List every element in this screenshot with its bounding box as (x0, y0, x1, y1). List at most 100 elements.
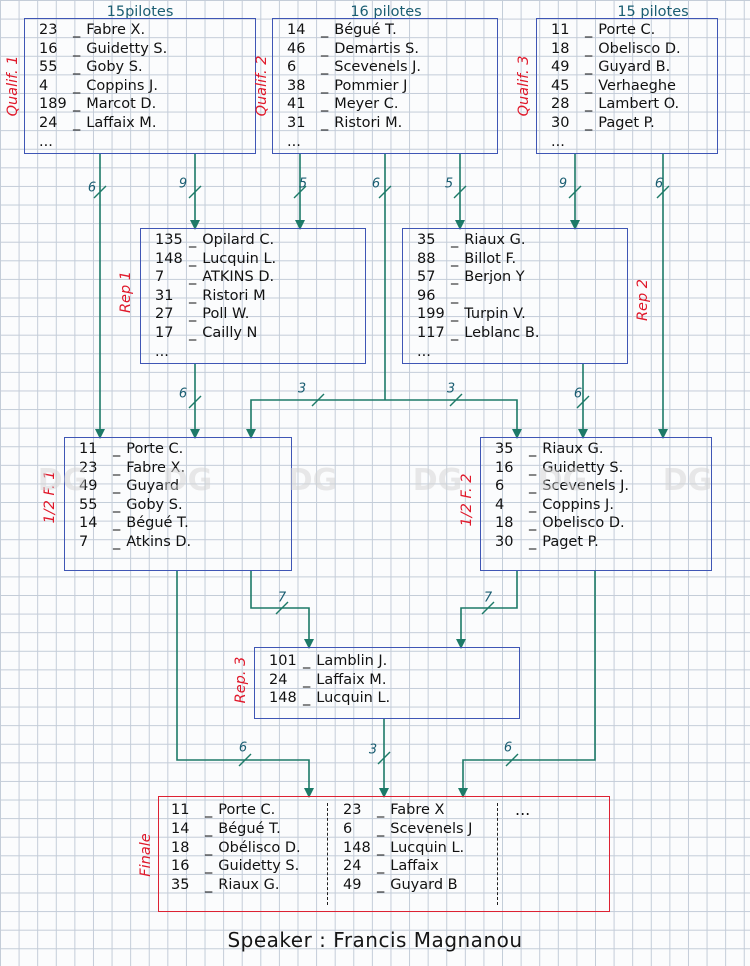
entry-name: Guyard B (390, 877, 458, 894)
entry-row: 18_Obelisco D. (551, 40, 709, 59)
wire-count-label: 6 (654, 176, 664, 192)
entry-name: Atkins D. (126, 533, 192, 550)
entry-dash: _ (321, 114, 329, 131)
wire-tick-q3-rep2 (568, 185, 582, 199)
entry-number: ... (417, 343, 431, 360)
entry-dash: _ (189, 306, 197, 323)
entry-dash: _ (321, 40, 329, 57)
entry-number: 88 (417, 250, 436, 267)
entry-name: Leblanc B. (464, 324, 540, 341)
entry-row: 148_Lucquin L. (155, 250, 357, 269)
entry-number: 101 (269, 653, 297, 669)
entry-dash: _ (73, 59, 81, 76)
entry-name: Laffaix (390, 858, 439, 875)
qualif2-label: Qualif. 2 (254, 55, 270, 117)
wire-tick-q1-rep1 (188, 185, 202, 199)
entry-name: Riaux G. (464, 232, 526, 248)
entry-row: 41_Meyer C. (287, 95, 489, 114)
entry-row: 23_Fabre X (343, 801, 472, 820)
entry-dash: _ (205, 802, 213, 818)
entry-number: 17 (155, 324, 174, 341)
entry-dash: _ (529, 496, 537, 513)
entry-name: Goby S. (86, 59, 143, 76)
entry-dash: _ (585, 40, 593, 57)
entry-name: Fabre X. (126, 459, 186, 476)
wire-count-label: 5 (298, 176, 308, 192)
entry-number: 35 (495, 441, 514, 457)
entry-row: 4_Coppins J. (495, 496, 703, 515)
entry-row: 135_Opilard C. (155, 231, 357, 250)
entry-row: 30_Paget P. (495, 533, 703, 552)
wire-count-label: 5 (444, 176, 454, 192)
entry-number: 199 (417, 306, 445, 323)
entry-row: 117_Leblanc B. (417, 324, 619, 343)
entry-dash: _ (377, 877, 385, 894)
entry-name: Ristori M (202, 287, 266, 304)
qualif2-pilot-count: 16 pilotes (350, 4, 422, 20)
entry-number: 23 (343, 802, 362, 818)
entry-number: ... (287, 133, 301, 150)
rep1-entries: 135_Opilard C.148_Lucquin L.7_ATKINS D.3… (155, 231, 357, 361)
entry-number: 16 (495, 459, 514, 476)
finale-label: Finale (138, 833, 154, 877)
wire-count-label: 7 (483, 590, 493, 606)
entry-dash: _ (585, 96, 593, 113)
entry-name: Lucquin L. (202, 250, 277, 267)
entry-row: ... (417, 343, 619, 362)
entry-dash: _ (303, 690, 311, 707)
entry-dash: _ (451, 324, 459, 341)
entry-dash: _ (73, 22, 81, 38)
entry-row: 11_Porte C. (551, 21, 709, 40)
entry-row: ... (551, 133, 709, 152)
qualif3-pilot-count: 15 pilotes (617, 4, 689, 20)
entry-row: 18_Obélisco D. (171, 839, 301, 858)
entry-row: 11_Porte C. (171, 801, 301, 820)
finale-column-3: ... (515, 800, 531, 819)
entry-row: 7_ATKINS D. (155, 268, 357, 287)
entry-name: Verhaeghe (598, 77, 676, 94)
entry-row: 31_Ristori M. (287, 114, 489, 133)
entry-name: Coppins J. (86, 77, 158, 94)
entry-row: 17_Cailly N (155, 324, 357, 343)
entry-row: 16_Guidetty S. (171, 857, 301, 876)
entry-dash: _ (529, 478, 537, 495)
entry-number: 57 (417, 269, 436, 286)
entry-name: Porte C. (598, 22, 656, 38)
wire-tick-q2-semis (378, 185, 392, 199)
semi2-entries: 35_Riaux G.16_Guidetty S.6_Scevenels J.4… (495, 440, 703, 552)
entry-dash: _ (113, 459, 121, 476)
qualif3-box: 11_Porte C.18_Obelisco D.49_Guyard B.45_… (536, 18, 718, 154)
entry-number: 55 (79, 496, 98, 513)
entry-name: Laffaix M. (86, 114, 157, 131)
entry-number: 46 (287, 40, 306, 57)
entry-number: 135 (155, 232, 183, 248)
finale-divider-1 (327, 803, 328, 905)
entry-row: ... (155, 343, 357, 362)
entry-dash: _ (451, 269, 459, 286)
wire-semi2-rep3 (456, 571, 518, 649)
entry-row: 38_Pommier J (287, 77, 489, 96)
entry-dash: _ (321, 22, 329, 38)
entry-number: 30 (495, 533, 514, 550)
entry-dash: _ (321, 59, 329, 76)
entry-dash: _ (451, 250, 459, 267)
entry-row: 35_Riaux G. (171, 876, 301, 895)
wire-tick-q3-semi2 (656, 185, 670, 199)
entry-dash: _ (113, 515, 121, 532)
wire-count-label: 6 (238, 740, 248, 756)
entry-number: 4 (495, 496, 505, 513)
entry-row: 55_Goby S. (79, 496, 283, 515)
entry-name: Turpin V. (464, 306, 526, 323)
entry-row: 189_Marcot D. (39, 95, 247, 114)
entry-dash: _ (189, 250, 197, 267)
entry-dash: _ (585, 59, 593, 76)
entry-name: Billot F. (464, 250, 517, 267)
entry-name: Marcot D. (86, 96, 157, 113)
wire-semi1-finale (176, 571, 314, 798)
entry-dash: _ (73, 77, 81, 94)
entry-dash: _ (189, 287, 197, 304)
wire-count-label: 3 (368, 742, 378, 758)
